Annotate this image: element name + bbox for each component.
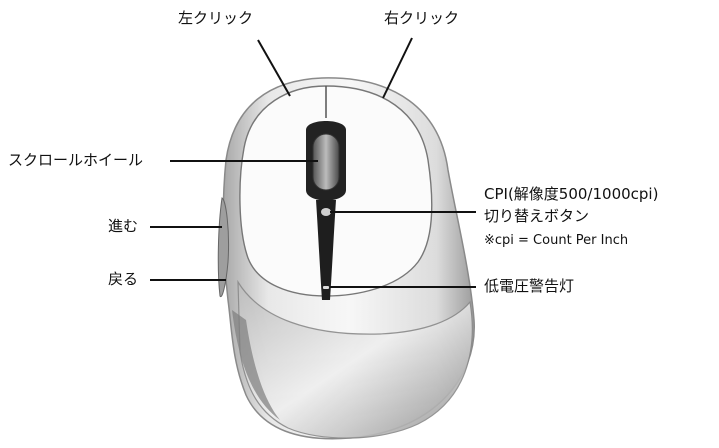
label-forward-button: 進む (108, 217, 139, 235)
side-grip (232, 310, 280, 420)
mouse-lower-shell (237, 279, 473, 439)
label-left-click: 左クリック (178, 9, 254, 27)
cpi-switch-stem (316, 200, 336, 300)
leader-left-click (257, 39, 291, 97)
label-battery-warning: 低電圧警告灯 (484, 277, 575, 295)
label-cpi-line2: 切り替えボタン (484, 207, 590, 225)
label-back-button: 戻る (108, 270, 139, 288)
label-right-click: 右クリック (384, 9, 460, 27)
battery-led (323, 286, 329, 289)
label-cpi-note: ※cpi = Count Per Inch (484, 233, 629, 248)
label-scroll-wheel: スクロールホイール (8, 151, 144, 169)
label-cpi-line1: CPI(解像度500/1000cpi) (484, 185, 659, 203)
cpi-switch-button (321, 208, 331, 216)
side-buttons-area (217, 197, 230, 298)
leader-right-click (382, 37, 413, 99)
